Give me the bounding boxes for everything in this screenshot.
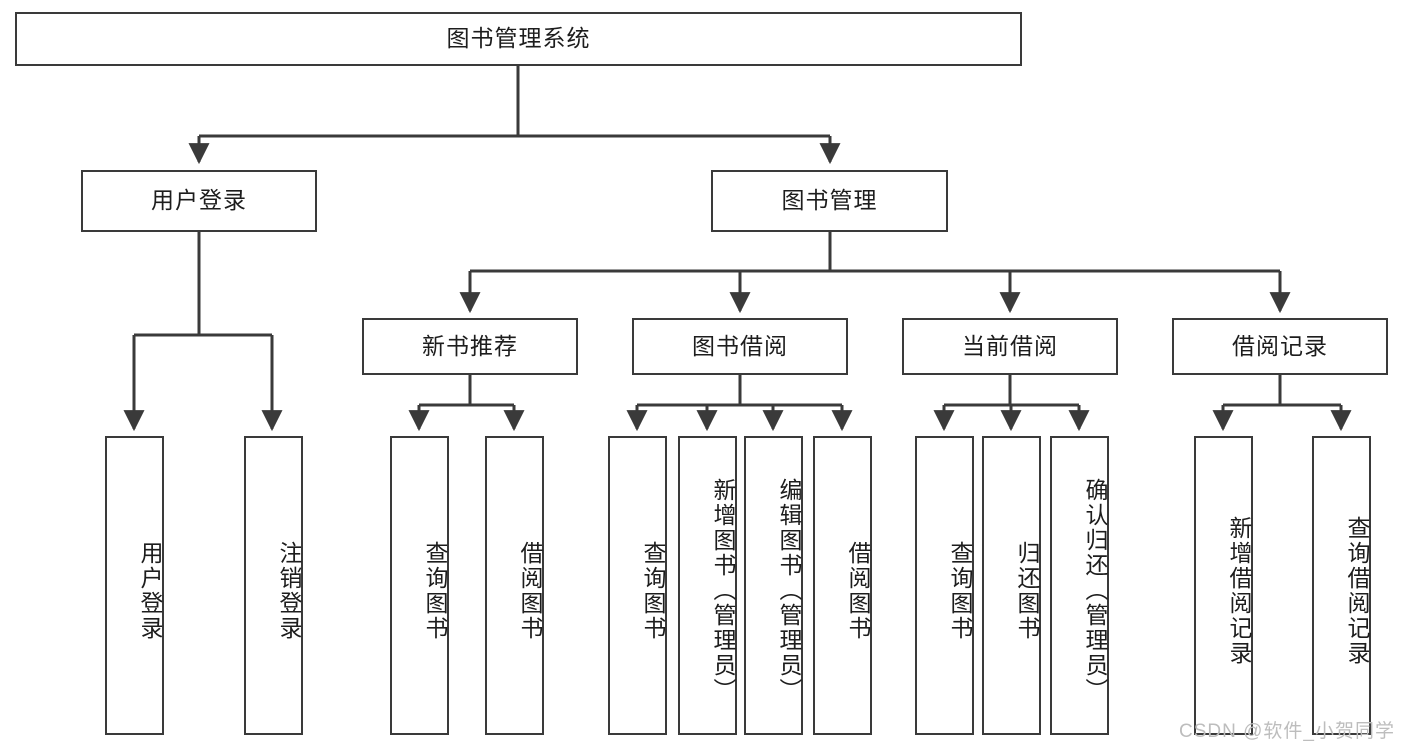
node-label: 归还图书 [1014,540,1040,641]
node-label: 查询图书 [640,540,666,641]
node-leaf-query-borrow-record[interactable]: 查询借阅记录 [1312,436,1371,735]
node-label: 查询图书 [947,540,973,641]
node-label: 用户登录 [137,540,163,641]
node-leaf-borrow-book[interactable]: 借阅图书 [813,436,872,735]
node-label: 查询图书 [422,540,448,641]
csdn-watermark: CSDN @软件_小贺同学 [1179,721,1395,742]
node-label: 当前借阅 [962,332,1058,359]
node-label: 用户登录 [151,187,247,214]
node-label: 新书推荐 [422,332,518,359]
node-leaf-return-book[interactable]: 归还图书 [982,436,1041,735]
node-leaf-query-book-current[interactable]: 查询图书 [915,436,974,735]
node-leaf-add-borrow-record[interactable]: 新增借阅记录 [1194,436,1253,735]
node-leaf-query-book-borrow[interactable]: 查询图书 [608,436,667,735]
node-user-login[interactable]: 用户登录 [81,170,317,232]
node-leaf-add-book-admin[interactable]: 新增图书（管理员） [678,436,737,735]
node-root-system[interactable]: 图书管理系统 [15,12,1022,66]
node-label: 查询借阅记录 [1344,515,1370,666]
node-label: 注销登录 [276,540,302,641]
node-label: 借阅记录 [1232,332,1328,359]
node-book-manage[interactable]: 图书管理 [711,170,948,232]
node-label: 新增借阅记录 [1226,515,1252,666]
node-leaf-query-book-recommend[interactable]: 查询图书 [390,436,449,735]
node-new-book-recommend[interactable]: 新书推荐 [362,318,578,375]
node-label: 借阅图书 [517,540,543,641]
node-leaf-edit-book-admin[interactable]: 编辑图书（管理员） [744,436,803,735]
node-label: 确认归还（管理员） [1082,478,1108,703]
node-leaf-user-logout[interactable]: 注销登录 [244,436,303,735]
node-label: 图书管理系统 [446,25,591,52]
node-label: 编辑图书（管理员） [776,478,802,703]
node-leaf-borrow-book-recommend[interactable]: 借阅图书 [485,436,544,735]
node-borrow-record[interactable]: 借阅记录 [1172,318,1388,375]
node-leaf-confirm-return-admin[interactable]: 确认归还（管理员） [1050,436,1109,735]
node-label: 图书管理 [781,187,878,214]
node-current-borrow[interactable]: 当前借阅 [902,318,1118,375]
node-label: 借阅图书 [845,540,871,641]
node-leaf-user-login[interactable]: 用户登录 [105,436,164,735]
node-label: 新增图书（管理员） [710,478,736,703]
node-label: 图书借阅 [692,332,788,359]
node-book-borrow[interactable]: 图书借阅 [632,318,848,375]
